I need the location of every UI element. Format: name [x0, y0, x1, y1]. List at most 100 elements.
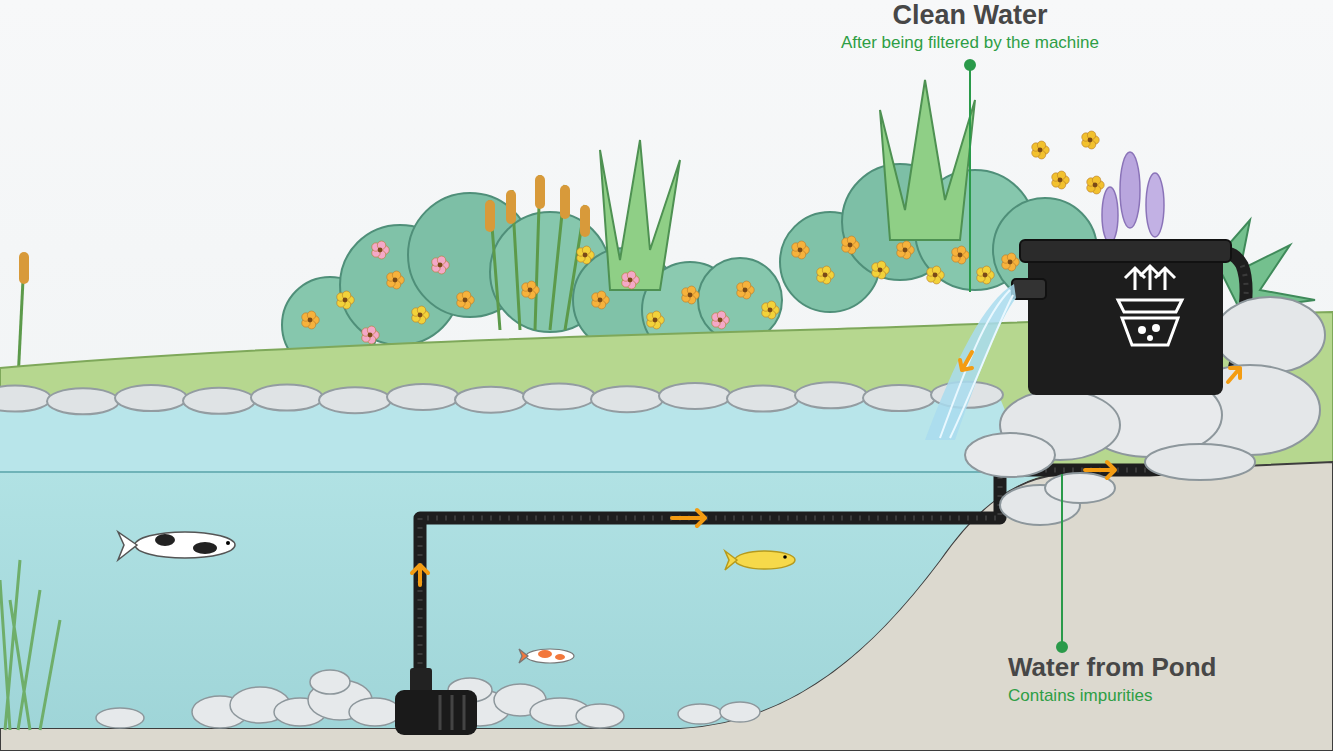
flower: [977, 266, 994, 284]
flower: [1058, 178, 1063, 183]
rim-rocks: [0, 382, 1003, 415]
filter-box: [1147, 335, 1153, 341]
flower: [343, 298, 348, 303]
leader-lines: [1061, 474, 1063, 647]
flower: [438, 263, 443, 268]
flower: [302, 311, 319, 329]
flower: [457, 291, 474, 309]
flow-arrows: [1085, 462, 1115, 478]
fish: [783, 555, 787, 559]
water-stream: [925, 284, 1016, 440]
flower: [1008, 260, 1013, 265]
filter-box: [1012, 240, 1231, 395]
cattails: [506, 190, 516, 224]
rim-rocks: [455, 387, 527, 413]
flower: [528, 288, 533, 293]
lavender: [1146, 173, 1164, 237]
rim-rocks: [863, 385, 935, 411]
fish: [118, 532, 795, 663]
rim-rocks: [115, 385, 187, 411]
flower: [432, 256, 449, 274]
flower: [622, 271, 639, 289]
flower: [792, 241, 809, 259]
filter-box: [1152, 324, 1160, 332]
callout-title: Clean Water: [770, 0, 1170, 31]
flower: [743, 288, 748, 293]
flower: [522, 281, 539, 299]
flow-arrows: [412, 565, 428, 585]
flower: [592, 291, 609, 309]
rim-rocks: [795, 382, 867, 408]
flower: [1038, 148, 1043, 153]
filter-rocks: [1215, 297, 1325, 373]
lavender: [1102, 152, 1164, 243]
flower: [583, 253, 588, 258]
flower: [1052, 171, 1069, 189]
fish: [226, 541, 230, 545]
flower: [823, 273, 828, 278]
flower: [628, 278, 633, 283]
flower: [1093, 183, 1098, 188]
pump: [395, 668, 477, 735]
flower: [1087, 176, 1104, 194]
filter-box: [1118, 300, 1182, 345]
fish: [118, 532, 137, 560]
flower: [712, 311, 729, 329]
flow-arrows: [672, 510, 705, 526]
flower: [872, 261, 889, 279]
rim-rocks: [387, 384, 459, 410]
flower: [647, 311, 664, 329]
rim-rocks: [47, 388, 119, 414]
cattails: [485, 200, 495, 232]
rim-rocks: [591, 386, 663, 412]
flower: [737, 281, 754, 299]
cattails: [490, 175, 585, 330]
callout-note: Contains impurities: [1008, 686, 1328, 706]
flower: [337, 291, 354, 309]
bottom-rocks: [310, 670, 350, 694]
bottom-rocks: [349, 698, 401, 726]
water-stream: [940, 290, 1013, 438]
rim-rocks: [319, 387, 391, 413]
fish: [155, 534, 175, 546]
flower: [393, 278, 398, 283]
flower: [418, 313, 423, 318]
flower: [387, 271, 404, 289]
water-section: [0, 471, 1060, 473]
filter-box: [1125, 266, 1175, 290]
rim-rocks: [251, 385, 323, 411]
flower: [842, 236, 859, 254]
bushes: [880, 80, 975, 240]
flower: [412, 306, 429, 324]
cattails: [580, 205, 590, 237]
flower: [958, 253, 963, 258]
filter-rocks: [1145, 444, 1255, 480]
water-section: [0, 472, 1060, 728]
flower: [933, 273, 938, 278]
rim-rocks: [727, 386, 799, 412]
water-section: [0, 472, 1060, 728]
fish: [519, 649, 528, 663]
water-plants: [0, 560, 60, 730]
flower: [598, 298, 603, 303]
flower: [1082, 131, 1099, 149]
flower: [577, 246, 594, 264]
bottom-rocks: [678, 704, 722, 724]
leader-lines: [965, 60, 1067, 652]
fish: [526, 649, 574, 663]
filter-box: [1012, 279, 1046, 299]
filter-rocks: [1045, 473, 1115, 503]
bottom-rocks: [96, 708, 144, 728]
flower: [463, 298, 468, 303]
filter-box: [1028, 252, 1223, 395]
flower: [362, 326, 379, 344]
callout-note: After being filtered by the machine: [770, 33, 1170, 53]
rim-rocks: [659, 383, 731, 409]
flower: [372, 241, 389, 259]
flower: [688, 293, 693, 298]
soil-section: [0, 462, 1333, 751]
